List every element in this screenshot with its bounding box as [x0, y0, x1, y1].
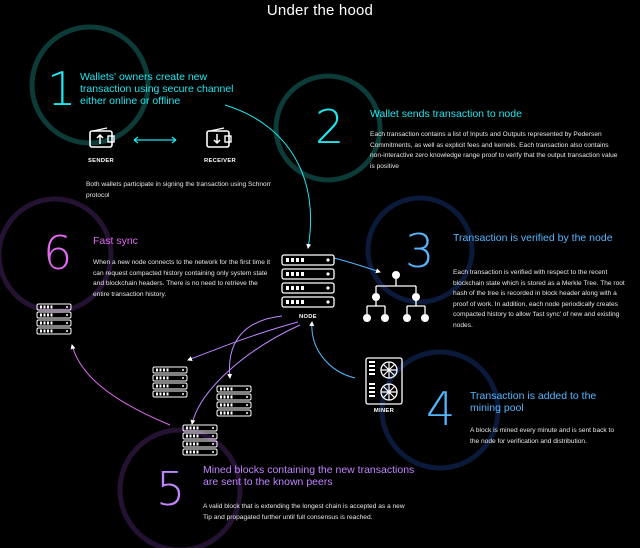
wallet-send-icon	[89, 127, 115, 148]
connector-wallet-to-node	[224, 104, 312, 249]
ring-step3	[365, 195, 475, 305]
step-4-number: 4	[426, 382, 456, 436]
peer-server-icon	[216, 385, 252, 417]
connector-miner-to-node	[309, 321, 356, 379]
node-server-stack-icon	[281, 254, 335, 308]
ring-step2	[273, 73, 383, 183]
step-3-number: 3	[405, 224, 435, 278]
miner-label: MINER	[373, 408, 395, 414]
sender-label: SENDER	[88, 158, 114, 164]
step-1-heading: Wallets' owners create new transaction u…	[80, 71, 234, 107]
step-6-number: 6	[43, 226, 73, 280]
receiver-label: RECEIVER	[203, 158, 237, 164]
connector-node-to-peer2	[190, 324, 301, 425]
wallet-receive-icon	[206, 127, 232, 148]
connector-node-to-peer1	[187, 321, 299, 361]
step-5-number: 5	[156, 462, 186, 516]
step-4-body: A block is mined every minute and is sen…	[470, 427, 615, 445]
step-3-heading: Transaction is verified by the node	[453, 232, 613, 244]
page-title: Under the hood	[266, 2, 374, 19]
step-2-number: 2	[315, 100, 345, 154]
double-arrow-icon	[133, 136, 177, 144]
peer-server-icon	[182, 424, 218, 456]
merkle-tree-icon	[363, 271, 429, 322]
peer-server-icon	[36, 303, 72, 335]
node-label: NODE	[299, 314, 317, 320]
miner-icon	[365, 357, 403, 405]
step-1-number: 1	[47, 62, 77, 116]
step-6-heading: Fast sync	[93, 235, 138, 247]
ring-step4	[379, 349, 501, 471]
step-1-body: Both wallets participate in signing the …	[86, 181, 272, 199]
step-2-body: Each transaction contains a list of Inpu…	[370, 131, 618, 170]
connector-node-to-tree	[333, 257, 381, 274]
peer-server-icon	[152, 366, 188, 398]
step-6-body: When a new node connects to the network …	[93, 259, 271, 298]
connector-peer-to-fastsync	[70, 344, 171, 426]
step-5-body: A valid block that is extending the long…	[203, 503, 405, 521]
ring-step6	[0, 196, 114, 314]
step-2-heading: Wallet sends transaction to node	[370, 108, 522, 120]
step-4-heading: Transaction is added to the mining pool	[470, 390, 597, 414]
step-3-body: Each transaction is verified with respec…	[453, 269, 625, 329]
ring-step5	[117, 427, 243, 548]
step-5-heading: Mined blocks containing the new transact…	[203, 464, 415, 488]
connector-node-to-peer3	[227, 315, 283, 379]
